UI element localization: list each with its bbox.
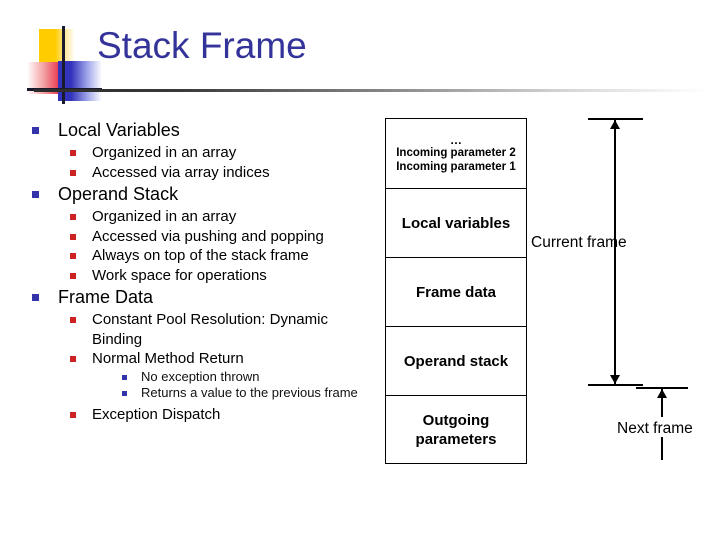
list-item-label: Returns a value to the previous frame [141,384,358,400]
list-item-label: Constant Pool Resolution: Dynamic Bindin… [92,311,328,348]
title-divider-rule [34,89,706,92]
list-item-label: Organized in an array [92,208,237,225]
diagram-box-operand-stack: Operand stack [385,326,527,395]
next-frame-top-cap [636,387,688,389]
bullet-marker-icon [32,127,39,134]
list-item-label: Normal Method Return [92,350,244,367]
current-frame-arrowhead-up-icon [610,120,620,129]
diagram-box-incoming-parameters: … Incoming parameter 2 Incoming paramete… [385,118,527,188]
list-item-label: Organized in an array [92,144,237,161]
list-item: Organized in an array [22,207,382,227]
next-frame-stem-upper [661,389,663,417]
bullet-marker-icon [32,191,39,198]
list-item: Always on top of the stack frame [22,246,382,266]
list-item-label: Exception Dispatch [92,405,221,423]
current-frame-dimension-arrow [570,118,660,386]
logo-vertical-line [62,26,65,104]
list-item: Accessed via pushing and popping [22,227,382,247]
bullet-marker-icon [70,411,76,418]
current-frame-stem [614,120,616,384]
list-item: No exception thrown [22,369,382,385]
bullet-marker-icon [70,317,76,323]
list-item: Local Variables [22,118,382,142]
list-item: Returns a value to the previous frame [22,385,382,401]
bullet-marker-icon [122,374,127,380]
diagram-box-frame-data: Frame data [385,257,527,326]
bullet-marker-icon [70,214,76,220]
list-item: Normal Method Return [22,349,382,369]
list-item: Operand Stack [22,182,382,206]
list-item-label: Local Variables [58,120,180,140]
list-item-label: Always on top of the stack frame [92,247,309,264]
local-variables-label: Local variables [401,214,511,232]
list-item: Exception Dispatch [22,405,382,425]
list-item-label: Accessed via array indices [92,163,270,181]
bullet-marker-icon [70,233,76,240]
powerpoint-decorative-logo [27,26,107,104]
list-item: Frame Data [22,285,382,309]
bullet-marker-icon [70,150,76,156]
list-item-label: No exception thrown [141,368,260,384]
list-item: Constant Pool Resolution: Dynamic Bindin… [22,310,382,349]
next-frame-stem-lower [661,437,663,460]
bullet-marker-icon [70,356,76,362]
list-item: Work space for operations [22,266,382,286]
operand-stack-label: Operand stack [403,352,509,370]
next-frame-dimension-arrow [636,387,716,460]
frame-data-label: Frame data [415,283,497,301]
bullet-marker-icon [122,390,127,396]
diagram-box-outgoing-parameters: Outgoing parameters [385,395,527,464]
bullet-marker-icon [70,272,76,279]
outgoing-parameters-label: Outgoing parameters [415,411,497,448]
bullet-marker-icon [70,253,76,259]
list-item-label: Work space for operations [92,266,267,284]
stack-frame-diagram: … Incoming parameter 2 Incoming paramete… [385,118,527,464]
bullet-marker-icon [70,169,76,176]
list-item-label: Frame Data [58,287,154,307]
current-frame-arrowhead-down-icon [610,375,620,384]
content-bullet-list: Local Variables Organized in an array Ac… [22,118,382,424]
current-frame-bottom-cap [588,384,643,386]
list-item-label: Operand Stack [58,184,179,204]
logo-blue-square [58,61,102,101]
list-item-label: Accessed via pushing and popping [92,227,324,245]
list-item: Accessed via array indices [22,163,382,183]
next-frame-label: Next frame [617,420,693,437]
diagram-box-local-variables: Local variables [385,188,527,257]
incoming-parameter-2-label: Incoming parameter 2 [396,147,516,159]
incoming-ellipsis: … [450,133,462,147]
slide-title-area: Stack Frame [0,0,720,105]
current-frame-top-cap [588,118,643,120]
page-title: Stack Frame [97,25,307,66]
bullet-marker-icon [32,294,39,301]
next-frame-arrowhead-up-icon [657,389,667,398]
list-item: Organized in an array [22,143,382,163]
incoming-parameter-1-label: Incoming parameter 1 [396,161,516,173]
logo-yellow-square [39,29,75,63]
current-frame-label: Current frame [531,234,627,251]
